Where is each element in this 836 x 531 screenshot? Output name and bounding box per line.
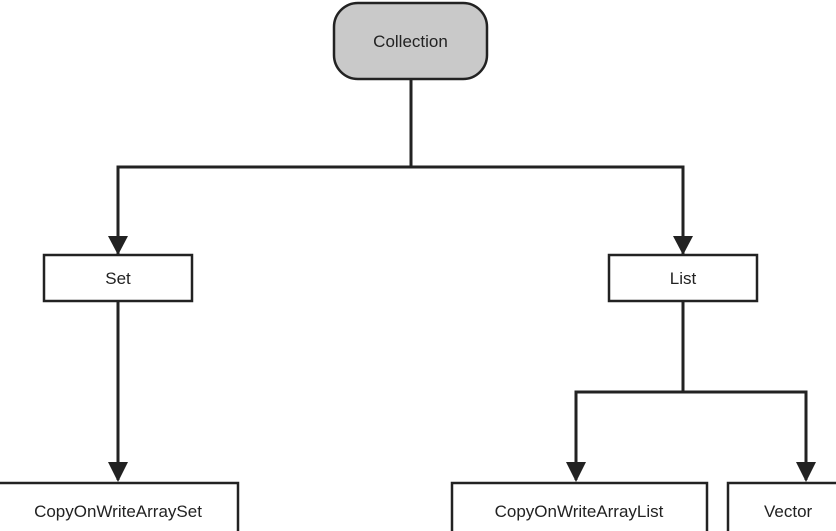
edge-list-to-vector [683,390,816,482]
node-vector-label: Vector [764,502,813,521]
node-collection-label: Collection [373,32,448,51]
node-vector: Vector [726,481,836,531]
edge-collection-to-list [411,165,693,255]
edge-list-to-cow-array-list [566,302,685,482]
node-copy-on-write-array-list: CopyOnWriteArrayList [450,481,709,531]
arrowhead-icon [566,462,586,482]
arrowhead-icon [796,462,816,482]
node-collection: Collection [332,1,489,81]
node-set-label: Set [105,269,131,288]
node-set: Set [42,253,194,303]
node-list: List [607,253,759,303]
arrowhead-icon [673,236,693,255]
edge-collection-to-set [108,80,413,255]
edge-set-to-cow-array-set [108,302,128,482]
node-list-label: List [670,269,697,288]
arrowhead-icon [108,236,128,255]
node-copy-on-write-array-set-label: CopyOnWriteArraySet [34,502,202,521]
node-copy-on-write-array-set: CopyOnWriteArraySet [0,481,240,531]
arrowhead-icon [108,462,128,482]
node-copy-on-write-array-list-label: CopyOnWriteArrayList [495,502,664,521]
